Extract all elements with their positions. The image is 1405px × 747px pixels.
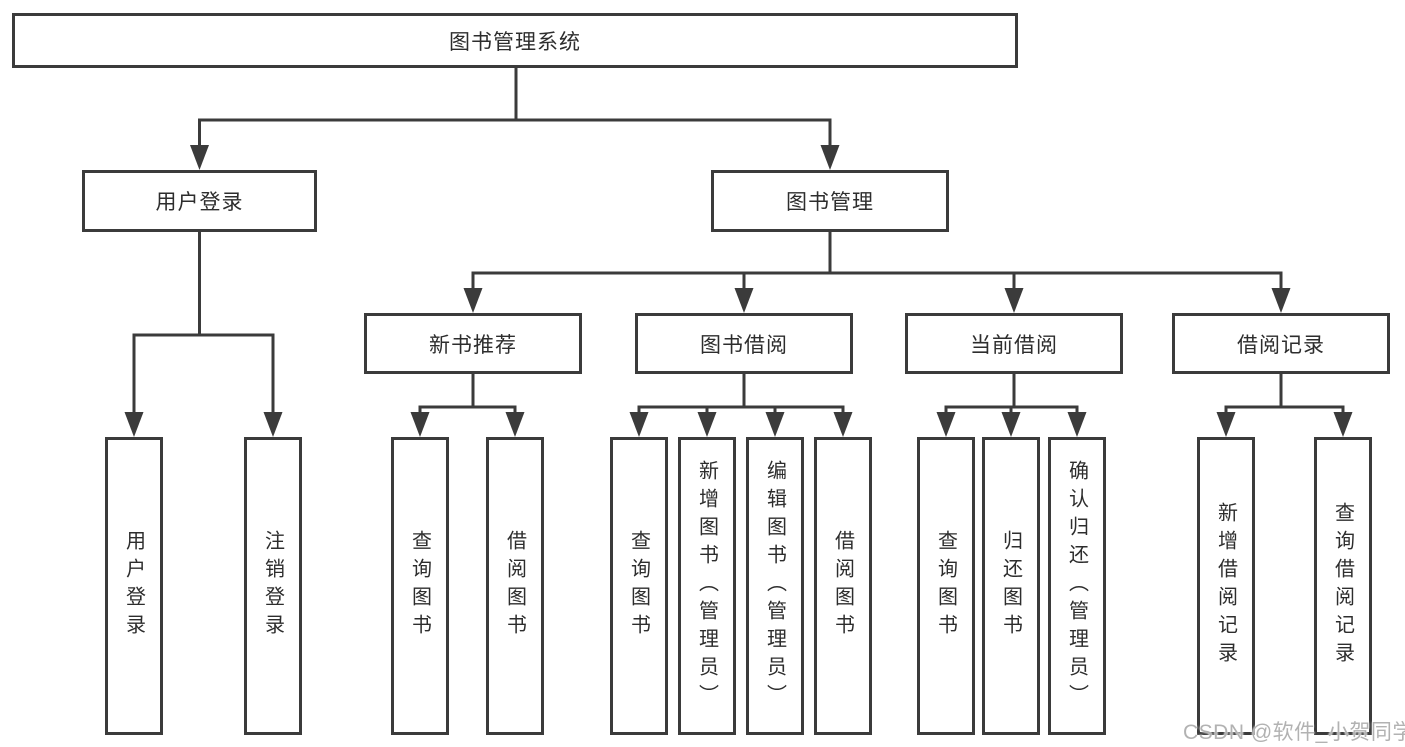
leaf-current-confirm-return-admin: 确认归还（管理员） (1048, 437, 1106, 735)
leaf-label: 查询借阅记录 (1331, 502, 1354, 670)
connector-level3-branch (471, 271, 1283, 290)
leaf-label: 编辑图书（管理员） (763, 460, 786, 712)
node-label: 用户登录 (155, 191, 244, 214)
connector-borrow-branch (637, 405, 845, 414)
arrow-down-icon (765, 412, 785, 437)
arrow-down-icon (1067, 412, 1087, 437)
node-label: 借阅记录 (1237, 333, 1325, 357)
leaf-newrec-borrow-book: 借阅图书 (486, 437, 544, 735)
leaf-newrec-query-book: 查询图书 (391, 437, 449, 735)
leaf-label: 查询图书 (627, 530, 650, 642)
connector-level2-branch (198, 118, 832, 147)
arrow-down-icon (833, 412, 853, 437)
leaf-borrow-query-book: 查询图书 (610, 437, 668, 735)
arrow-down-icon (1004, 288, 1024, 313)
leaf-label: 借阅图书 (831, 530, 854, 642)
arrow-down-icon (629, 412, 649, 437)
arrow-down-icon (1271, 288, 1291, 313)
arrow-down-icon (734, 288, 754, 313)
leaf-label: 查询图书 (934, 530, 957, 642)
node-new-book-recommend: 新书推荐 (364, 313, 582, 374)
node-user-login: 用户登录 (82, 170, 317, 232)
node-label: 当前借阅 (970, 333, 1058, 357)
leaf-label: 确认归还（管理员） (1065, 460, 1088, 712)
leaf-label: 新增图书（管理员） (695, 460, 718, 712)
leaf-label: 注销登录 (261, 530, 284, 642)
leaf-current-query-book: 查询图书 (917, 437, 975, 735)
node-current-borrow: 当前借阅 (905, 313, 1123, 374)
leaf-logout: 注销登录 (244, 437, 302, 735)
arrow-down-icon (697, 412, 717, 437)
connector-records-branch (1224, 405, 1345, 414)
leaf-label: 借阅图书 (503, 530, 526, 642)
arrow-down-icon (410, 412, 430, 437)
arrow-down-icon (1216, 412, 1236, 437)
leaf-label: 归还图书 (999, 530, 1022, 642)
node-book-borrow: 图书借阅 (635, 313, 853, 374)
arrow-down-icon (1333, 412, 1353, 437)
node-label: 图书管理 (786, 191, 874, 214)
node-root-system: 图书管理系统 (12, 13, 1018, 68)
leaf-label: 用户登录 (122, 530, 145, 642)
node-label: 图书管理系统 (449, 30, 581, 54)
leaf-current-return-book: 归还图书 (982, 437, 1040, 735)
node-label: 图书借阅 (700, 333, 788, 357)
leaf-label: 查询图书 (408, 530, 431, 642)
leaf-borrow-add-book-admin: 新增图书（管理员） (678, 437, 736, 735)
connector-current-branch (944, 405, 1079, 414)
arrow-down-icon (190, 145, 209, 170)
leaf-borrow-edit-book-admin: 编辑图书（管理员） (746, 437, 804, 735)
arrow-down-icon (124, 412, 144, 437)
leaf-records-add-record: 新增借阅记录 (1197, 437, 1255, 735)
node-book-management: 图书管理 (711, 170, 949, 232)
node-label: 新书推荐 (429, 333, 517, 357)
arrow-down-icon (505, 412, 525, 437)
leaf-borrow-borrow-book: 借阅图书 (814, 437, 872, 735)
arrow-down-icon (820, 145, 840, 170)
arrow-down-icon (463, 288, 483, 313)
connector-newrec-branch (418, 405, 517, 414)
arrow-down-icon (263, 412, 283, 437)
arrow-down-icon (936, 412, 956, 437)
node-borrow-records: 借阅记录 (1172, 313, 1390, 374)
leaf-records-query-record: 查询借阅记录 (1314, 437, 1372, 735)
connector-login-branch (132, 333, 275, 414)
arrow-down-icon (1001, 412, 1021, 437)
csdn-watermark: CSDN @软件_小贺同学 (1183, 721, 1405, 744)
leaf-user-login: 用户登录 (105, 437, 163, 735)
leaf-label: 新增借阅记录 (1214, 502, 1237, 670)
